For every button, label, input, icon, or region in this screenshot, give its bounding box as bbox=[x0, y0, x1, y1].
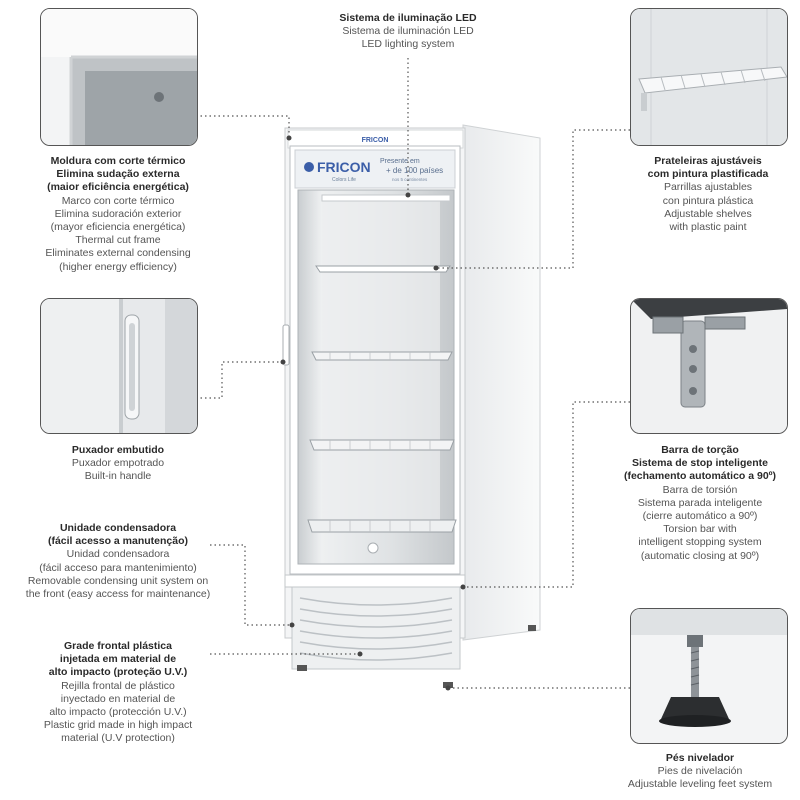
grille-title: alto impacto (proteção U.V.) bbox=[48, 666, 188, 679]
condenser-title: Unidade condensadora bbox=[59, 522, 177, 534]
grille-line: Plastic grid made in high impact bbox=[43, 719, 193, 732]
frame-title: Elimina sudação externa bbox=[56, 168, 180, 181]
brand-logo-sub: Colors Life bbox=[332, 177, 356, 183]
led-line: Sistema de iluminación LED bbox=[342, 25, 474, 38]
door-handle bbox=[282, 324, 290, 366]
condenser-line: Unidad condensadora bbox=[66, 548, 170, 561]
condenser-line: (fácil acceso para mantenimiento) bbox=[39, 561, 197, 574]
led-title: Sistema de iluminação LED bbox=[339, 12, 477, 24]
leveling-foot-detail-thumbnail bbox=[630, 608, 788, 744]
frame-line: Marco con corte térmico bbox=[61, 194, 175, 207]
frame-line: Thermal cut frame bbox=[75, 234, 161, 247]
handle-title: Puxador embutido bbox=[71, 444, 165, 456]
grille-line: inyectado en material de bbox=[60, 692, 176, 705]
shelves-title: Prateleiras ajustáveis bbox=[654, 155, 762, 167]
brand-panel bbox=[294, 149, 456, 189]
shelves-line: with plastic paint bbox=[669, 221, 747, 234]
torsion-title: (fechamento automático a 90º) bbox=[623, 470, 777, 483]
door-badge bbox=[367, 542, 379, 554]
condenser-line: Removable condensing unit system on bbox=[27, 574, 209, 587]
torsion-title: Barra de torção bbox=[661, 444, 739, 456]
shelves-label: Prateleiras ajustáveis com pintura plast… bbox=[608, 155, 800, 234]
feet-line: Adjustable leveling feet system bbox=[627, 778, 773, 791]
led-line: LED lighting system bbox=[361, 38, 455, 51]
interior bbox=[322, 200, 440, 530]
grille-line: alto impacto (protección U.V.) bbox=[49, 706, 187, 719]
torsion-title: Sistema de stop inteligente bbox=[632, 457, 768, 470]
condenser-title: (fácil acesso a manutenção) bbox=[47, 535, 189, 548]
torsion-line: Sistema parada inteligente bbox=[637, 496, 763, 509]
leveling-feet-label: Pés nivelador Pies de nivelación Adjusta… bbox=[600, 752, 800, 792]
frame-line: Eliminates external condensing bbox=[45, 247, 191, 260]
shelves-line: Parrillas ajustables bbox=[663, 181, 753, 194]
torsion-line: Barra de torsión bbox=[662, 483, 738, 496]
shelves-title: com pintura plastificada bbox=[647, 168, 769, 181]
handle-detail-thumbnail bbox=[40, 298, 198, 434]
torsion-line: Torsion bar with bbox=[663, 523, 737, 536]
brand-logo-mark bbox=[304, 162, 314, 172]
torsion-bar-label: Barra de torção Sistema de stop intelige… bbox=[600, 444, 800, 563]
grille-line: Rejilla frontal de plástico bbox=[61, 679, 175, 692]
grille-title: Grade frontal plástica bbox=[64, 640, 172, 652]
foot-left bbox=[297, 665, 307, 671]
feet-line: Pies de nivelación bbox=[657, 765, 743, 778]
grille-line: material (U.V protection) bbox=[61, 732, 175, 745]
frame-line: (mayor eficiencia energética) bbox=[50, 221, 186, 234]
frame-detail-thumbnail bbox=[40, 8, 198, 146]
panel-line2: + de 100 países bbox=[386, 166, 443, 175]
handle-line: Built-in handle bbox=[84, 470, 152, 483]
torsion-line: (cierre automático a 90º) bbox=[642, 510, 758, 523]
top-badge: FRICON bbox=[362, 137, 389, 144]
shelves-line: Adjustable shelves bbox=[664, 207, 752, 220]
frame-title: Moldura com corte térmico bbox=[50, 155, 186, 167]
frame-line: Elimina sudoración exterior bbox=[54, 207, 182, 220]
feet-title: Pés nivelador bbox=[665, 752, 735, 764]
shelves bbox=[307, 265, 457, 533]
grille-slats bbox=[299, 597, 453, 661]
handle-label: Puxador embutido Puxador empotrado Built… bbox=[18, 444, 218, 484]
panel-line1: Presente em bbox=[380, 158, 420, 165]
grille-label: Grade frontal plástica injetada em mater… bbox=[8, 640, 228, 746]
torsion-detail-thumbnail bbox=[630, 298, 788, 434]
handle-line: Puxador empotrado bbox=[71, 457, 165, 470]
panel-line3: nos 5 continentes bbox=[392, 177, 428, 182]
grille-title: injetada em material de bbox=[59, 653, 177, 666]
thermal-frame-label: Moldura com corte térmico Elimina sudaçã… bbox=[18, 155, 218, 274]
brand-logo: FRICON bbox=[317, 159, 371, 175]
torsion-line: intelligent stopping system bbox=[638, 536, 762, 549]
shelf-detail-thumbnail bbox=[630, 8, 788, 146]
foot-right bbox=[443, 682, 453, 688]
condenser-line: the front (easy access for maintenance) bbox=[25, 588, 211, 601]
condenser-label: Unidade condensadora (fácil acesso a man… bbox=[8, 522, 228, 601]
shelves-line: con pintura plástica bbox=[662, 194, 754, 207]
led-lighting-label: Sistema de iluminação LED Sistema de ilu… bbox=[318, 12, 498, 52]
led-strip bbox=[321, 194, 451, 202]
foot-back bbox=[528, 625, 536, 631]
frame-title: (maior eficiência energética) bbox=[47, 181, 189, 194]
torsion-line: (automatic closing at 90º) bbox=[640, 549, 760, 562]
frame-line: (higher energy efficiency) bbox=[59, 260, 177, 273]
